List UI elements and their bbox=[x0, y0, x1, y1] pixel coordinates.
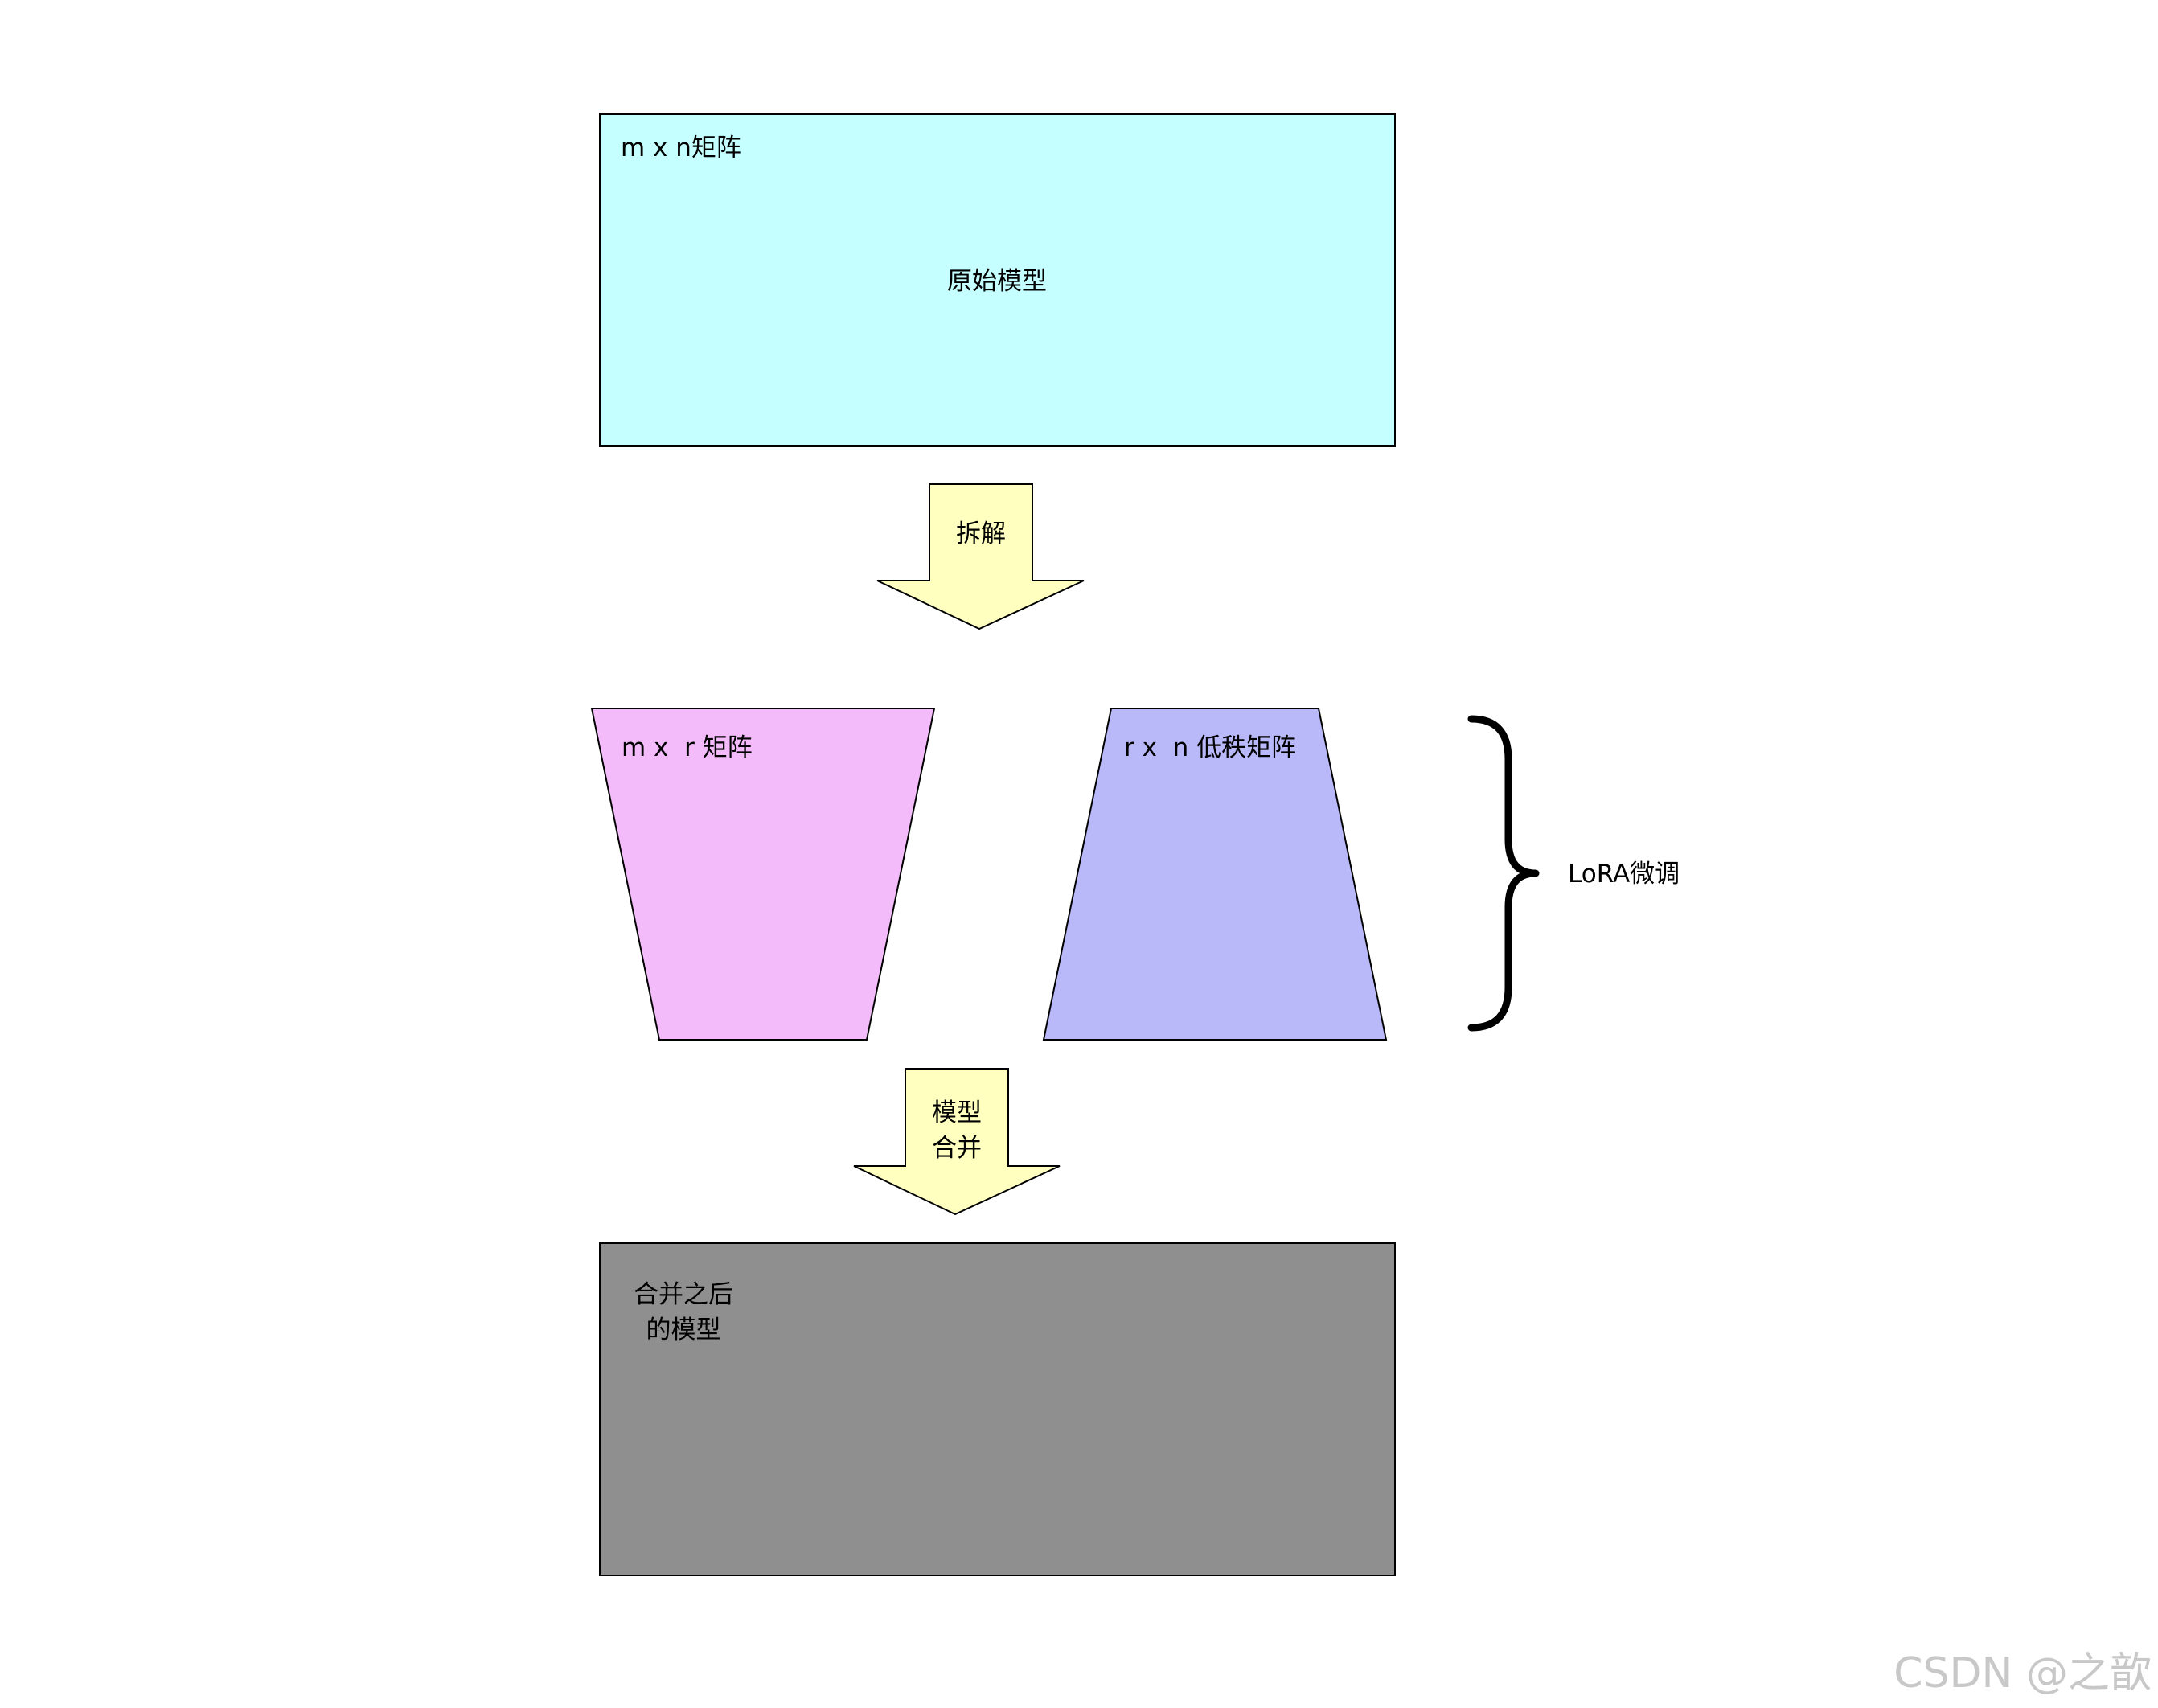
matrix-a-label: m x r 矩阵 bbox=[622, 733, 753, 762]
lora-brace-group: LoRA微调 bbox=[1467, 715, 1680, 1032]
original-model-block: m x n矩阵 原始模型 bbox=[599, 113, 1396, 447]
merged-model-label-line1: 合并之后 bbox=[634, 1280, 733, 1309]
merge-arrow-shape bbox=[853, 1068, 1061, 1216]
merge-arrow-label-line1: 模型 bbox=[932, 1098, 982, 1127]
original-model-rect bbox=[599, 113, 1396, 447]
merged-model-block: 合并之后 的模型 bbox=[599, 1242, 1396, 1576]
merge-arrow: 模型 合并 bbox=[853, 1068, 1061, 1216]
matrix-b-trapezoid bbox=[1042, 708, 1388, 1041]
decompose-arrow-label: 拆解 bbox=[956, 519, 1006, 548]
merged-model-label-line2: 的模型 bbox=[646, 1316, 721, 1345]
merge-arrow-label-line2: 合并 bbox=[932, 1134, 982, 1163]
original-model-center-label: 原始模型 bbox=[947, 267, 1047, 296]
watermark: CSDN @之歆 bbox=[1893, 1649, 2152, 1698]
merged-model-rect bbox=[599, 1242, 1396, 1576]
decompose-arrow-shape bbox=[876, 483, 1085, 630]
matrix-a-block: m x r 矩阵 bbox=[590, 708, 936, 1041]
curly-brace-icon bbox=[1467, 715, 1540, 1032]
original-model-corner-label: m x n矩阵 bbox=[621, 133, 741, 162]
matrix-a-trapezoid bbox=[590, 708, 936, 1041]
matrix-b-block: r x n 低秩矩阵 bbox=[1042, 708, 1388, 1041]
lora-brace-label: LoRA微调 bbox=[1568, 860, 1680, 889]
decompose-arrow: 拆解 bbox=[876, 483, 1085, 630]
matrix-b-label: r x n 低秩矩阵 bbox=[1124, 733, 1296, 762]
